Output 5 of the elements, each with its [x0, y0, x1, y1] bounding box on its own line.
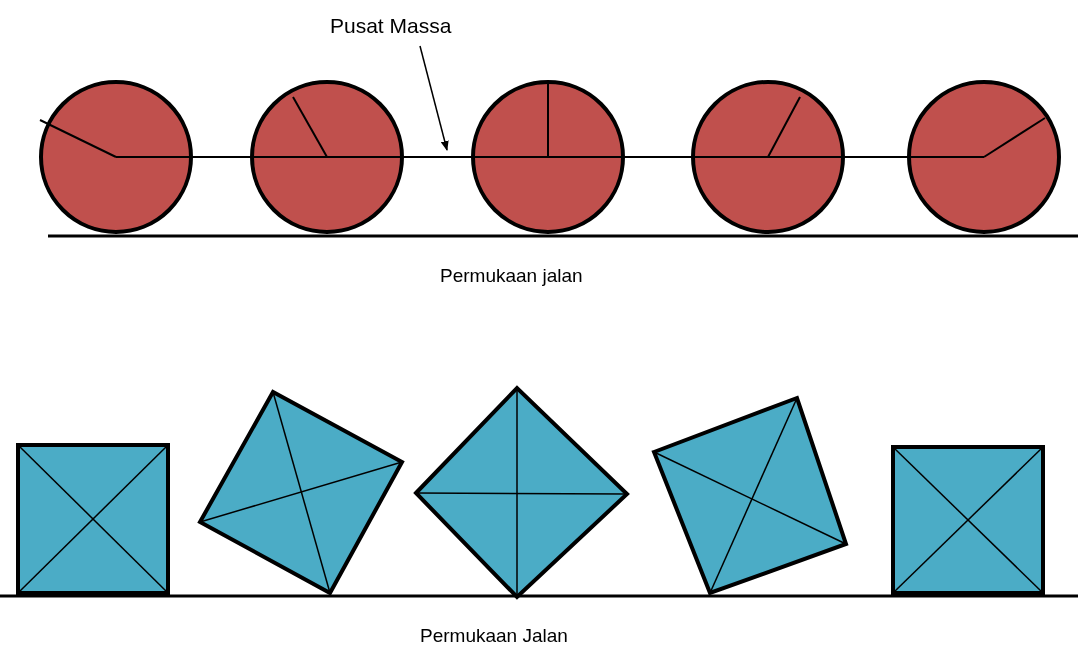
leader-line	[419, 45, 449, 151]
road-surface-label: Permukaan Jalan	[420, 624, 568, 648]
callout-text: Pusat Massa	[330, 13, 452, 39]
center-of-mass-line	[116, 156, 984, 158]
road-surface-label: Permukaan jalan	[440, 264, 583, 288]
